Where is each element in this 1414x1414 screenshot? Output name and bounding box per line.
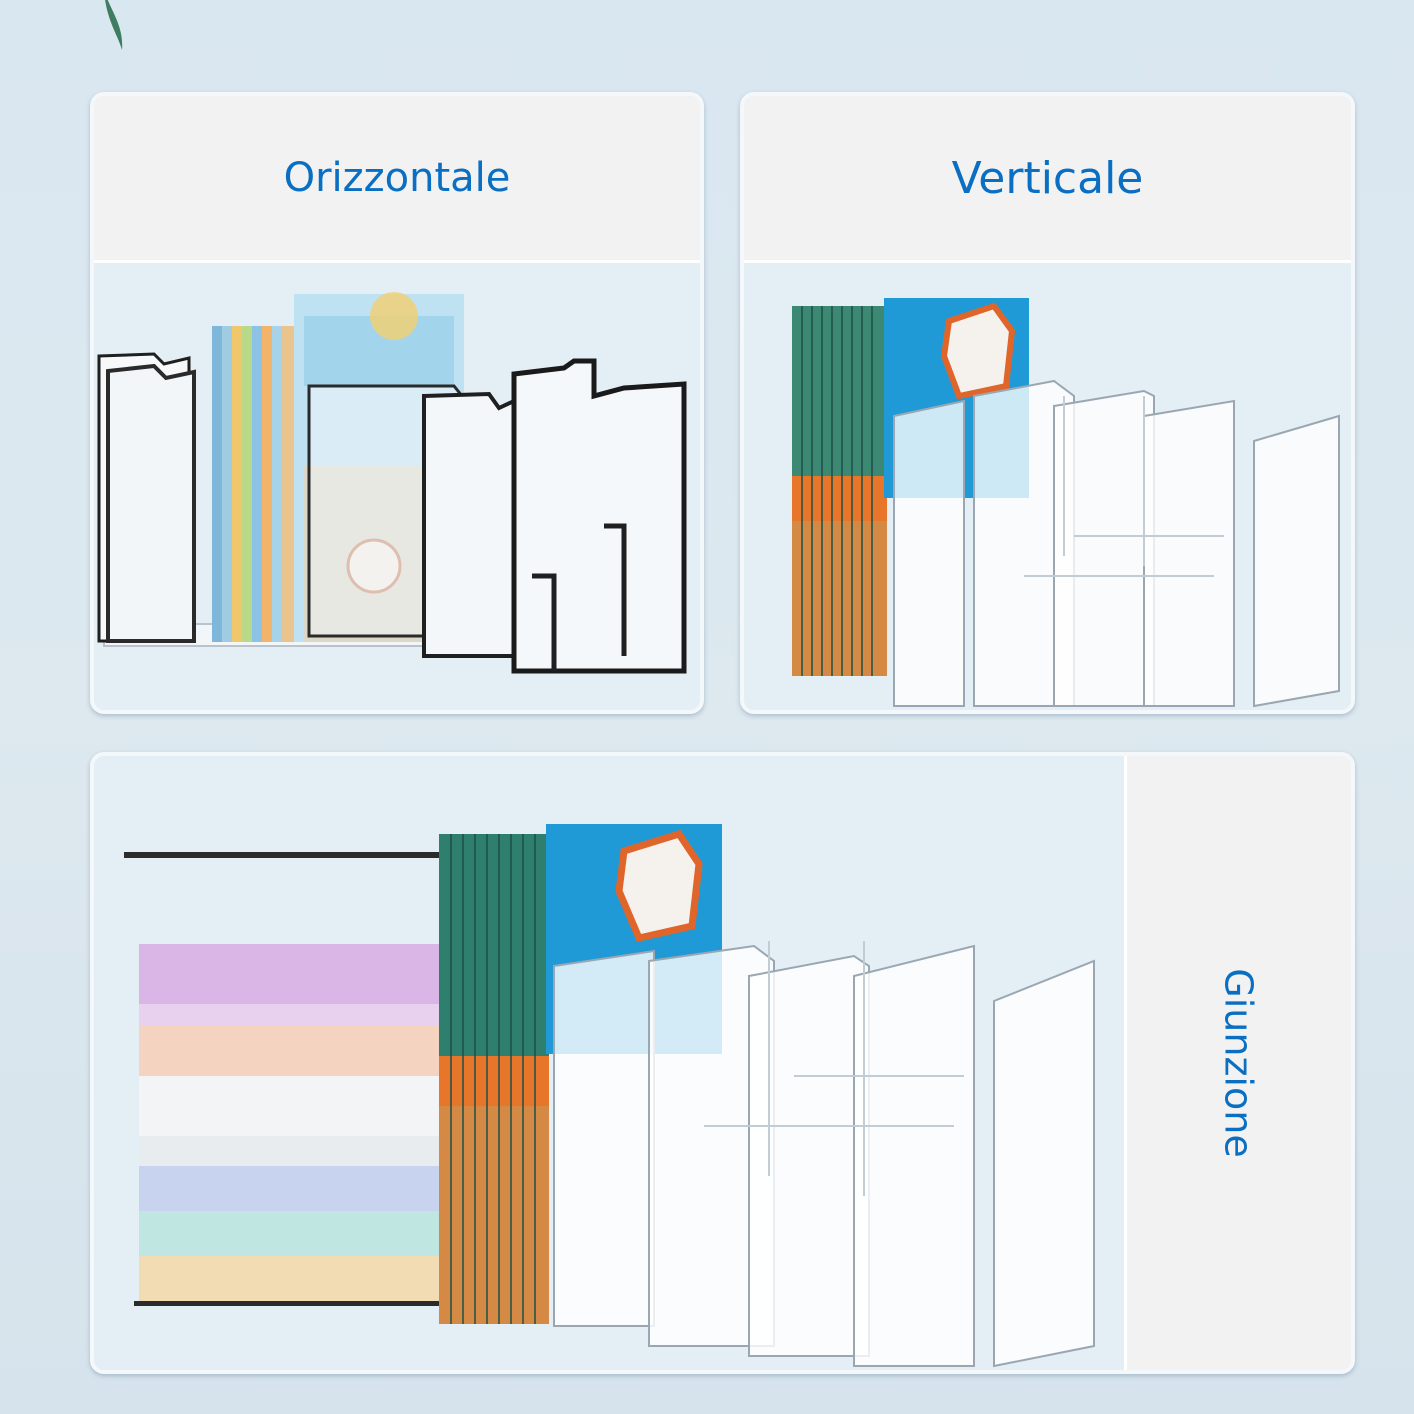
label-box-vertical: Verticale — [744, 96, 1351, 263]
label-horizontal: Orizzontale — [283, 155, 511, 201]
leaf-decoration — [105, 0, 123, 50]
panel-junction: Giunzione — [90, 752, 1355, 1374]
horizontal-bookend-photo — [97, 292, 687, 674]
vertical-bookend-photo — [792, 298, 1340, 708]
label-vertical: Verticale — [951, 152, 1144, 204]
label-box-horizontal: Orizzontale — [94, 96, 700, 263]
junction-bookend-photo — [124, 824, 1095, 1368]
panel-horizontal: Orizzontale — [90, 92, 704, 714]
label-box-junction: Giunzione — [1124, 756, 1351, 1370]
panel-vertical: Verticale — [740, 92, 1355, 714]
label-junction: Giunzione — [1216, 968, 1261, 1158]
